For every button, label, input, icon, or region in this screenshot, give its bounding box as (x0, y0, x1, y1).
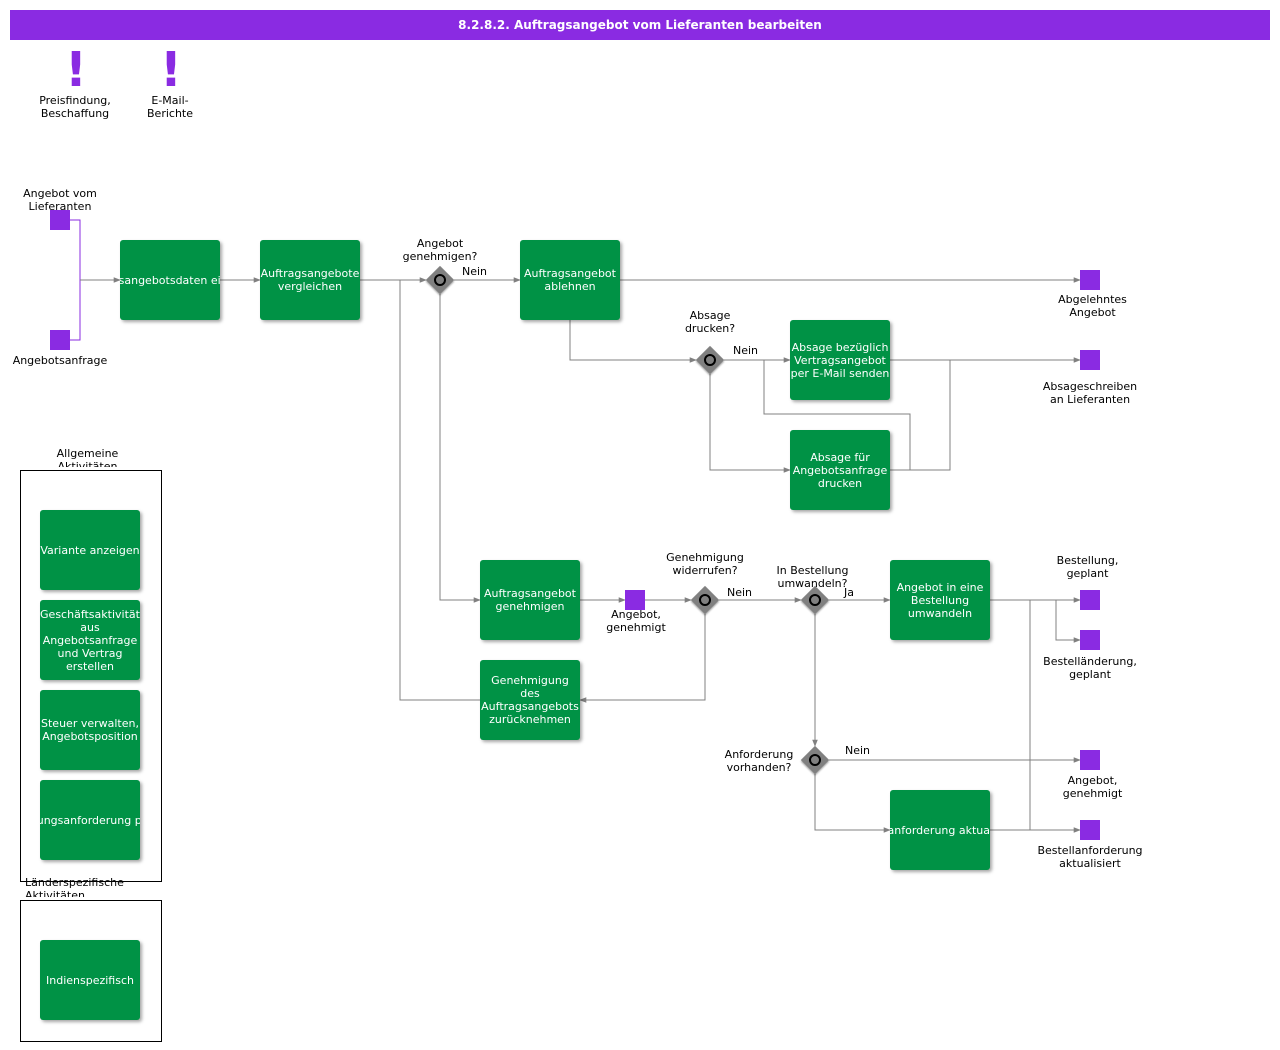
event-label-bestellung: Bestellung, geplant (1056, 554, 1119, 580)
event-label-abgelehnt: Abgelehntes Angebot (1058, 293, 1127, 319)
task-indienspezifisch[interactable]: Indienspezifisch (40, 940, 140, 1020)
flow-label-ja: Ja (844, 586, 854, 599)
task-umwandeln[interactable]: Angebot in eine Bestellung umwandeln (890, 560, 990, 640)
task-absage-email[interactable]: Absage bezüglich Vertragsangebot per E-M… (790, 320, 890, 400)
exclamation-icon: ! (65, 42, 87, 98)
exclamation-icon: ! (160, 42, 182, 98)
task-steuer-verwalten[interactable]: Steuer verwalten, Angebotsposition (40, 690, 140, 770)
flow-label-nein: Nein (727, 586, 753, 599)
gateway-label-anforderung: Anforderung vorhanden? (724, 748, 794, 774)
event-label-bestellaenderung: Bestelländerung, geplant (1043, 655, 1137, 681)
task-eingeben[interactable]: Auftragsangebotsdaten eingeben (120, 240, 220, 320)
group-title-allgemein: Allgemeine Aktivitäten (56, 447, 119, 467)
end-event-abgelehnt[interactable] (1080, 270, 1100, 290)
gateway-label-genehmigen: Angebot genehmigen? (402, 237, 478, 263)
end-event-bestellanforderung[interactable] (1080, 820, 1100, 840)
gateway-label-umwandeln: In Bestellung umwandeln? (776, 564, 849, 590)
flow-label-nein: Nein (733, 344, 759, 357)
intermediate-event-genehmigt[interactable] (625, 590, 645, 610)
end-event-bestellung[interactable] (1080, 590, 1100, 610)
group-allgemein (20, 470, 162, 882)
diagram-title: 8.2.8.2. Auftragsangebot vom Lieferanten… (10, 10, 1270, 40)
task-absage-drucken[interactable]: Absage für Angebotsanfrage drucken (790, 430, 890, 510)
start-event-angebot[interactable] (50, 210, 70, 230)
group-title-laender: Länderspezifische Aktivitäten (25, 876, 124, 897)
marker-label-email: E-Mail-Berichte (147, 94, 193, 120)
marker-label-preisfindung: Preisfindung, Beschaffung (39, 94, 111, 120)
task-bestellanforderung[interactable]: Bestellanforderung aktualisieren (890, 790, 990, 870)
end-event-angebot-genehmigt[interactable] (1080, 750, 1100, 770)
task-vergleichen[interactable]: Auftragsangebote vergleichen (260, 240, 360, 320)
task-genehmigen[interactable]: Auftragsangebot genehmigen (480, 560, 580, 640)
task-variante-anzeigen[interactable]: Variante anzeigen (40, 510, 140, 590)
group-laender (20, 900, 162, 1042)
flow-label-nein: Nein (462, 265, 488, 278)
event-label-start-angebot: Angebot vom Lieferanten (23, 187, 97, 213)
task-zuruecknehmen[interactable]: Genehmigung des Auftragsangebots zurückn… (480, 660, 580, 740)
flow-label-nein: Nein (845, 744, 871, 757)
task-ablehnen[interactable]: Auftragsangebot ablehnen (520, 240, 620, 320)
end-event-bestellaenderung[interactable] (1080, 630, 1100, 650)
event-label-bestellanforderung: Bestellanforderung aktualisiert (1037, 844, 1143, 870)
event-label-genehmigt: Angebot, genehmigt (606, 608, 666, 634)
end-event-absage[interactable] (1080, 350, 1100, 370)
task-buchungsanforderung[interactable]: Buchungsanforderung prüfen (40, 780, 140, 860)
event-label-start-anfrage: Angebotsanfrage (12, 354, 108, 367)
gateway-label-widerrufen: Genehmigung widerrufen? (666, 551, 744, 577)
gateway-label-absage: Absage drucken? (684, 309, 736, 335)
event-label-angebot-genehmigt: Angebot, genehmigt (1062, 774, 1123, 800)
start-event-anfrage[interactable] (50, 330, 70, 350)
task-geschaeftsaktivitaet[interactable]: Geschäftsaktivität aus Angebotsanfrage u… (40, 600, 140, 680)
event-label-absage: Absageschreiben an Lieferanten (1042, 380, 1138, 406)
